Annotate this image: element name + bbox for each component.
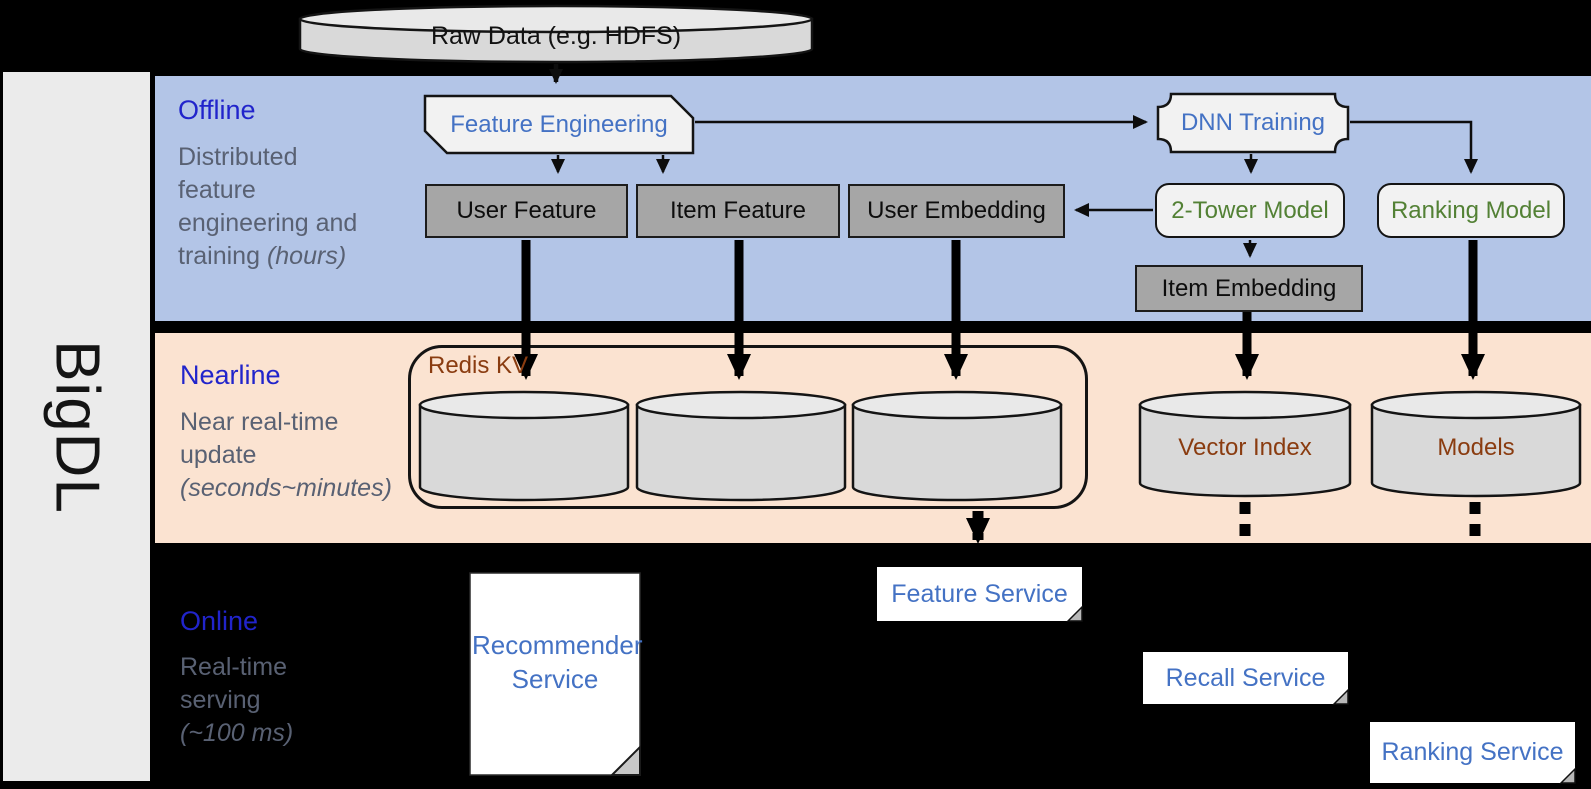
online-section-description: Real-time serving (~100 ms) (180, 651, 320, 750)
recommender-document-fold (609, 744, 641, 776)
user-embedding-box: User Embedding (848, 184, 1065, 238)
offline-description-text: Distributed feature engineering and trai… (178, 143, 358, 270)
item-embedding-box: Item Embedding (1135, 265, 1363, 312)
ranking-service-box: Ranking Service (1370, 722, 1575, 783)
offline-section-description: Distributed feature engineering and trai… (178, 141, 370, 273)
user-feature-box: User Feature (425, 184, 628, 238)
feature-engineering-label: Feature Engineering (450, 110, 668, 138)
models-label: Models (1437, 434, 1515, 461)
online-description-text: Real-time serving (180, 653, 287, 714)
vector-index-label: Vector Index (1178, 434, 1312, 461)
offline-description-duration: (hours) (266, 242, 347, 270)
dnn-training-label: DNN Training (1180, 109, 1326, 136)
online-description-duration: (~100 ms) (180, 719, 294, 747)
raw-data-label: Raw Data (e.g. HDFS) (430, 22, 682, 50)
feature-service-box: Feature Service (877, 567, 1082, 621)
nearline-section-title: Nearline (180, 360, 281, 390)
redis-kv-label: Redis KV (428, 352, 529, 379)
bigdl-sidebar: BigDL (3, 72, 150, 781)
online-section-title: Online (180, 606, 259, 636)
nearline-section-description: Near real-time update (seconds~minutes) (180, 406, 392, 505)
recommender-service-label: Recommender Service (472, 630, 643, 694)
offline-section-title: Offline (178, 95, 256, 125)
ranking-model-box: Ranking Model (1377, 183, 1565, 238)
bigdl-logo-text: BigDL (42, 339, 111, 514)
redis-kv-container (408, 345, 1088, 509)
recall-service-box: Recall Service (1143, 652, 1348, 704)
nearline-description-duration: (seconds~minutes) (180, 474, 392, 502)
two-tower-model-box: 2-Tower Model (1155, 183, 1345, 238)
nearline-description-text: Near real-time update (180, 408, 339, 469)
item-feature-box: Item Feature (636, 184, 840, 238)
